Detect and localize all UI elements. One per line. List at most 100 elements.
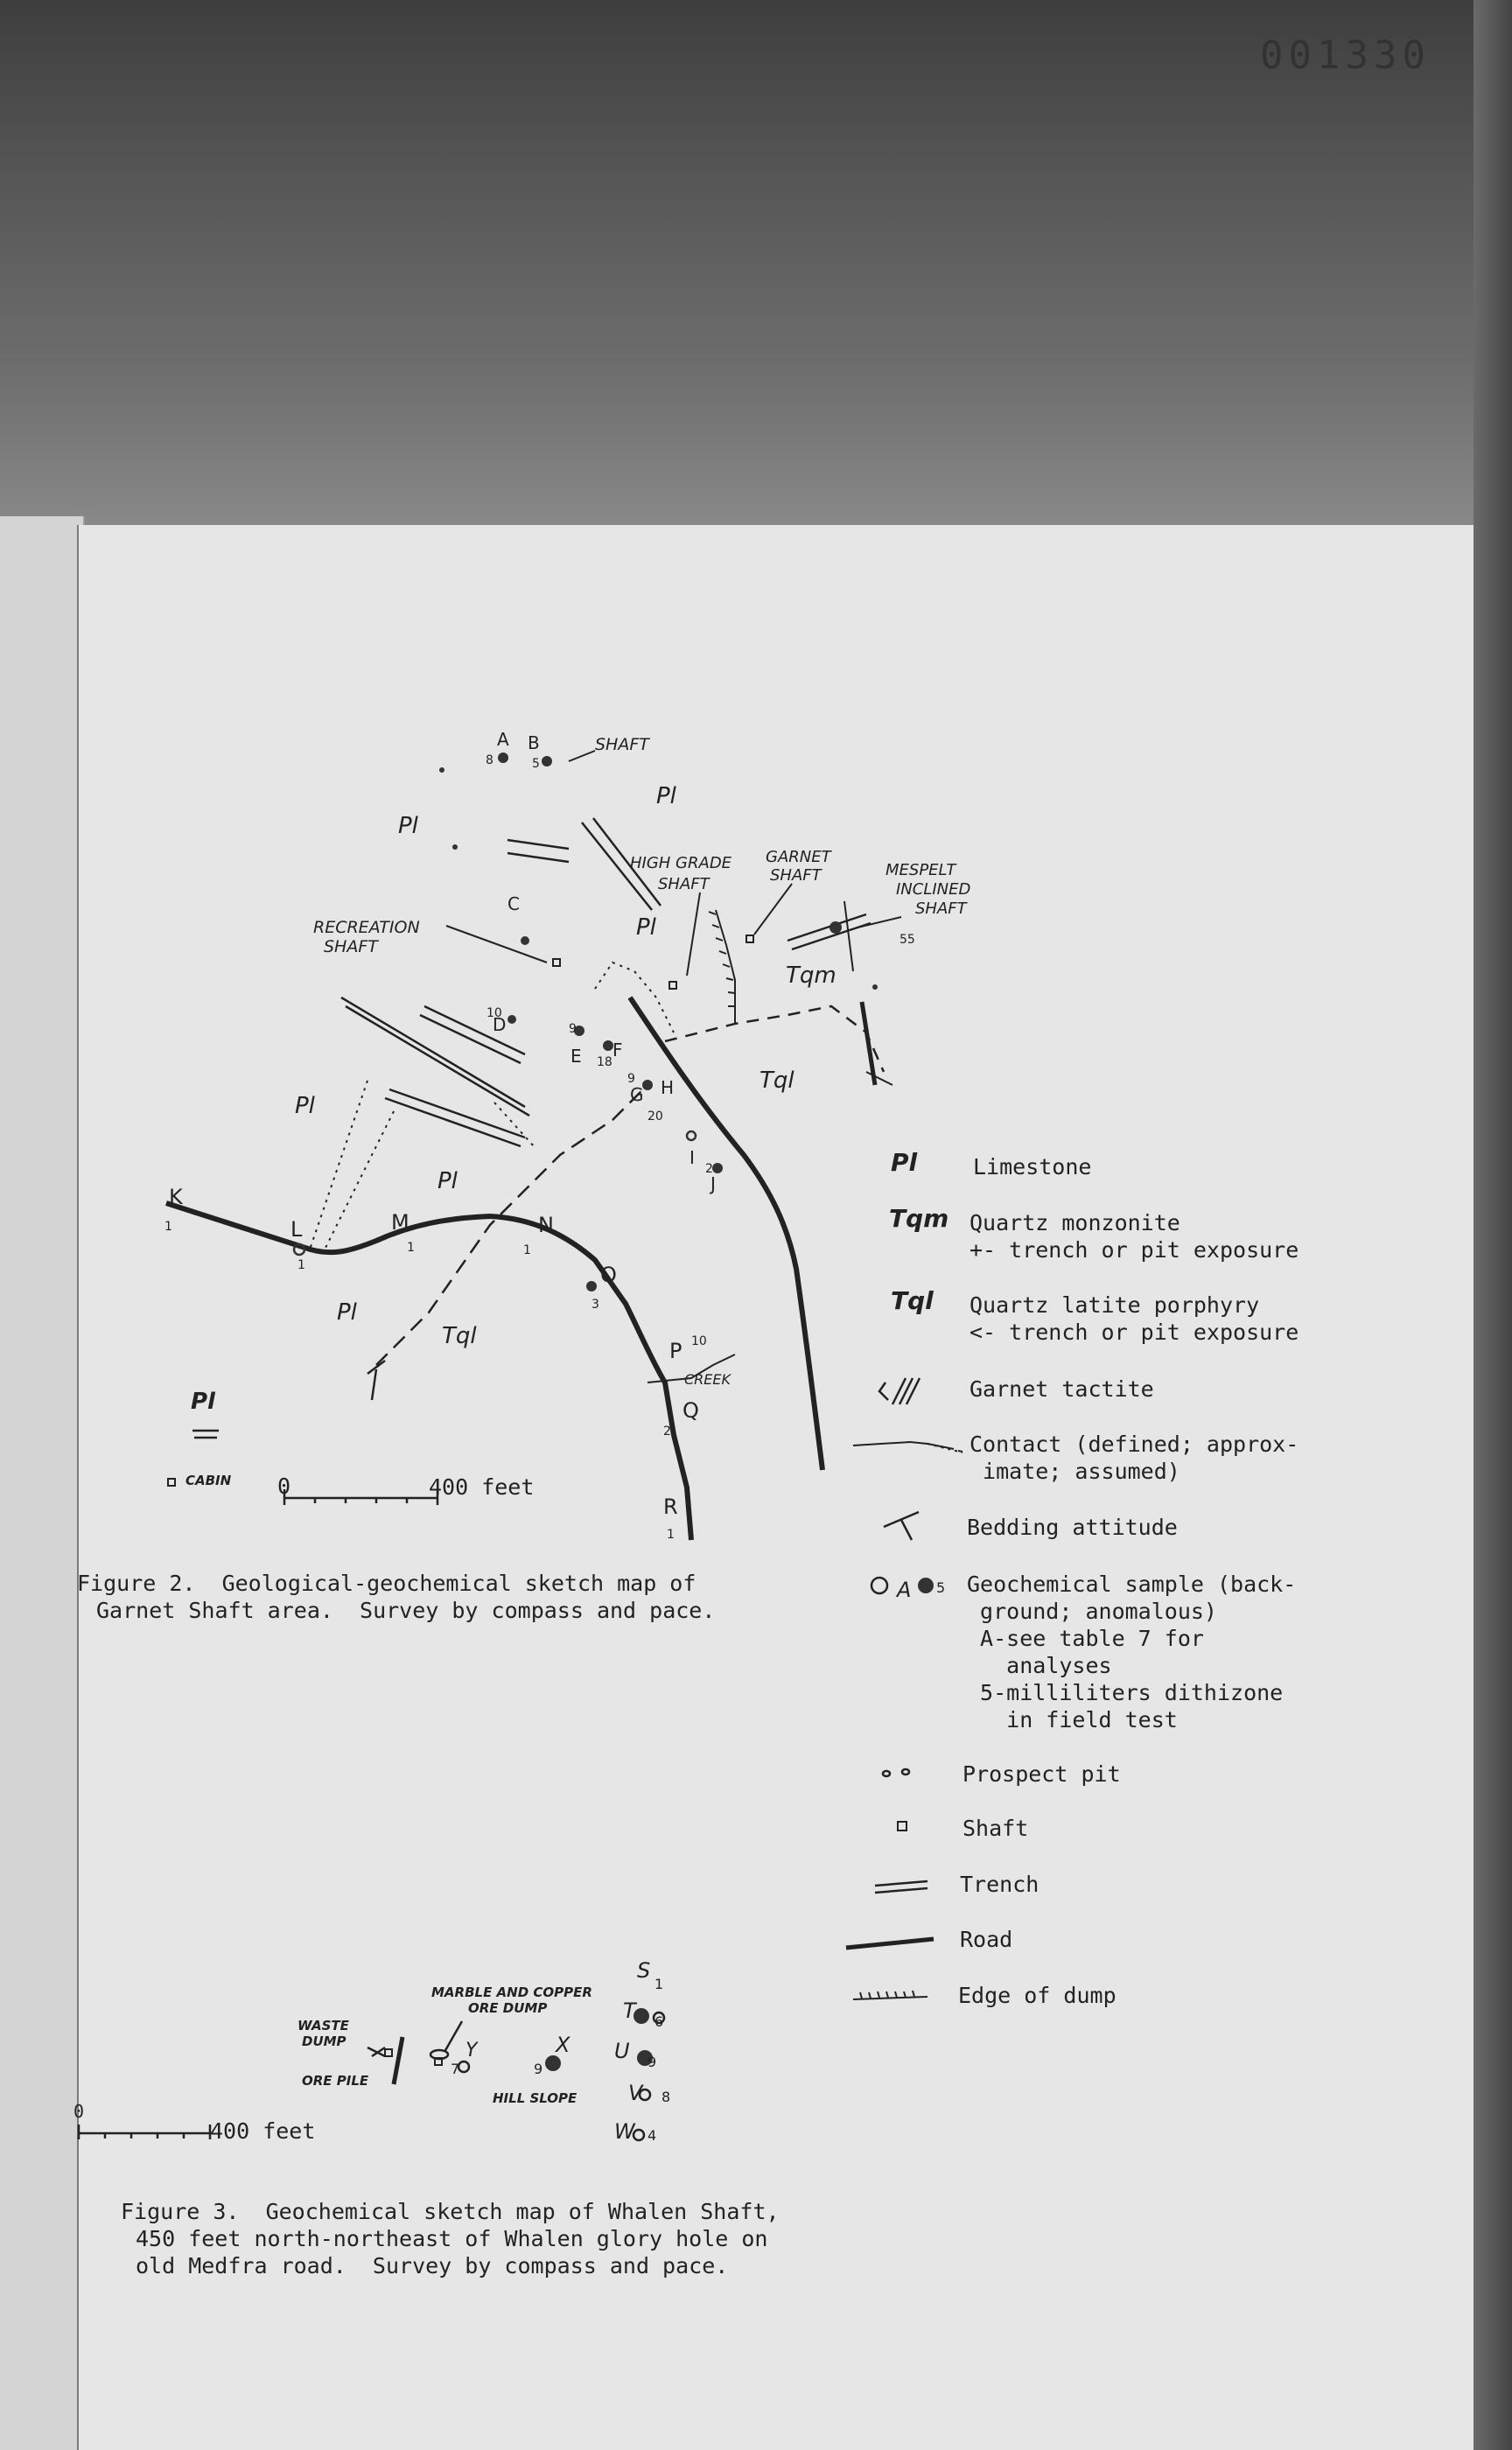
figure3-caption-line3: old Medfra road. Survey by compass and p…: [136, 2253, 729, 2278]
main-road-east: [627, 996, 825, 1471]
sample-label-p: P: [669, 1339, 682, 1363]
label-recreation-1: RECREATION: [313, 918, 420, 937]
figure2-text: A B 8 5 SHAFT HIGH GRADE SHAFT GARNET SH…: [164, 729, 970, 1542]
sample-value-w: 4: [648, 2127, 656, 2144]
dotted-boundary-2: [494, 1102, 535, 1147]
legend-text-contact: Contact (defined; approx- imate; assumed…: [970, 1432, 1299, 1484]
sample-label-t: T: [623, 1998, 638, 2023]
road-symbol: [845, 1936, 934, 1950]
label-high-grade-1: HIGH GRADE: [630, 854, 732, 872]
figure2-scale-bar: [283, 1489, 439, 1505]
sample-label-n: N: [538, 1213, 554, 1237]
legend-5-letter: 5: [936, 1579, 945, 1596]
legend-a-letter: A: [895, 1578, 911, 1602]
sample-value-t: 6: [654, 2013, 663, 2030]
label-high-grade-2: SHAFT: [658, 875, 711, 893]
unit-pl-3: Pl: [636, 914, 657, 941]
label-ore-pile: ORE PILE: [302, 2073, 369, 2089]
sample-value-i: 2: [705, 1162, 713, 1176]
trench-5: [507, 838, 570, 864]
unit-pl-7: Pl: [191, 1389, 216, 1415]
figure2-caption-line1: Figure 2. Geological-geochemical sketch …: [77, 1571, 696, 1596]
sample-label-l: L: [290, 1217, 303, 1242]
sample-label-c: C: [508, 893, 520, 914]
legend-text-trench: Trench: [960, 1872, 1040, 1897]
sample-label-x: X: [554, 2033, 570, 2057]
sample-value-y: 7: [451, 2061, 459, 2077]
dark-scanner-band: [0, 0, 1512, 534]
creek-line: [647, 1354, 736, 1383]
sample-value-f: 18: [597, 1055, 612, 1069]
figure3-caption-line2: 450 feet north-northeast of Whalen glory…: [136, 2226, 768, 2251]
sample-label-v: V: [628, 2081, 644, 2105]
label-waste-2: DUMP: [302, 2034, 346, 2049]
legend-text-sample: Geochemical sample (back- ground; anomal…: [967, 1572, 1297, 1732]
sample-label-o: O: [600, 1263, 617, 1287]
sample-value-n: 1: [523, 1243, 531, 1257]
figure3-text: S 1 T 6 U 9 V 8 W 4 X 9 Y 7 WASTE DUMP O…: [74, 1958, 670, 2144]
shaft-symbol: [897, 1821, 907, 1831]
unit-pl-2: Pl: [656, 783, 677, 809]
sample-label-a: A: [497, 729, 509, 750]
unit-pl-1: Pl: [398, 813, 419, 839]
figure2-samples: [439, 752, 878, 1292]
sample-value-s: 1: [654, 1976, 663, 1992]
label-mespelt-1: MESPELT: [886, 861, 957, 879]
figure3-caption-line1: Figure 3. Geochemical sketch map of Whal…: [121, 2199, 780, 2224]
scale-label-fig2: 400 feet: [429, 1474, 534, 1500]
background-sample-symbol: [870, 1576, 889, 1595]
sample-value-d: 10: [486, 1006, 502, 1020]
prospect-pit-symbol: [881, 1768, 911, 1778]
label-shaft: SHAFT: [595, 735, 650, 754]
label-garnet-1: GARNET: [766, 848, 833, 866]
label-creek: CREEK: [684, 1371, 732, 1388]
sample-value-a: 8: [486, 753, 494, 767]
sample-value-o: 3: [592, 1298, 599, 1312]
sample-value-m: 1: [407, 1241, 415, 1255]
sample-value-v: 8: [662, 2089, 670, 2105]
legend-symbols: A 5: [845, 1377, 963, 2000]
sample-label-u: U: [614, 2039, 630, 2063]
label-marble-1: MARBLE AND COPPER: [431, 1984, 592, 2000]
trench-symbol: [874, 1880, 928, 1894]
unit-tqm: Tqm: [786, 962, 836, 989]
label-marble-2: ORE DUMP: [468, 2000, 547, 2016]
sample-label-d: D: [493, 1014, 506, 1035]
figure2-open-samples: [292, 1130, 697, 1256]
sample-value-k: 1: [164, 1220, 172, 1234]
label-mespelt-2: INCLINED: [896, 880, 970, 899]
legend-text-tql: Quartz latite porphyry <- trench or pit …: [970, 1292, 1299, 1345]
sample-value-e: 9: [569, 1022, 577, 1036]
document-number: 001330: [1260, 33, 1431, 78]
sample-label-e: E: [570, 1046, 582, 1067]
label-cabin: CABIN: [186, 1473, 232, 1488]
sample-label-w: W: [614, 2119, 636, 2144]
sample-value-l: 1: [298, 1258, 305, 1272]
sample-value-h: 20: [648, 1110, 663, 1124]
figure3-map: [77, 2011, 666, 2142]
contact-dashed-1: [375, 1084, 648, 1366]
road-line: [165, 1200, 694, 1541]
left-page-edge: [0, 516, 85, 2450]
edge-of-dump: [715, 909, 736, 1024]
legend-text-limestone: Limestone: [973, 1154, 1092, 1180]
figure2-shafts: [167, 934, 754, 1487]
sample-label-i: I: [690, 1147, 695, 1168]
legend-text-garnet: Garnet tactite: [970, 1376, 1154, 1402]
legend-symbol-tqm: Tqm: [889, 1204, 949, 1233]
sample-value-p: 10: [691, 1334, 707, 1348]
right-scan-edge: [1474, 0, 1512, 2450]
figure2-caption-line2: Garnet Shaft area. Survey by compass and…: [96, 1598, 716, 1623]
fig3-leader-marble: [443, 2020, 464, 2053]
fig3-scale-bar: [77, 2124, 212, 2139]
bedding-symbol: [883, 1510, 920, 1541]
legend-text-dump: Edge of dump: [958, 1983, 1116, 2008]
sample-label-g: G: [630, 1084, 644, 1105]
sample-label-r: R: [663, 1494, 678, 1519]
unit-pl-5: Pl: [438, 1168, 458, 1194]
dump-symbol: [852, 1990, 928, 2000]
sample-value-g: 9: [627, 1072, 635, 1086]
mespelt-trench: [787, 913, 872, 951]
sample-label-s: S: [637, 1958, 650, 1983]
